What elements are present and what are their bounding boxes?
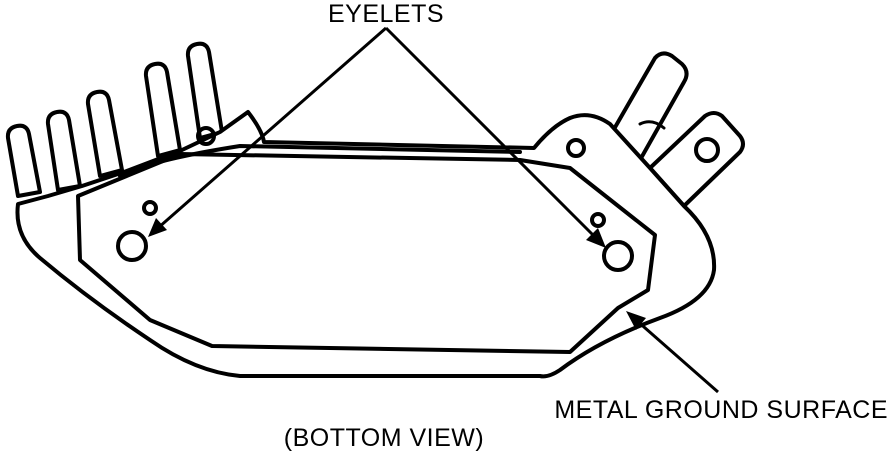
eyelets-leader-right [384,26,598,240]
connector-blades [608,51,745,208]
terminal-pin [143,61,182,158]
ground-surface-leader [635,318,719,394]
terminal-pin [185,41,224,140]
ground-surface-label: METAL GROUND SURFACE [554,396,888,424]
eyelets-label: EYELETS [328,0,444,28]
mounting-hole [566,138,586,158]
terminal-pins [5,41,224,198]
connector-blade-notch [638,120,666,130]
terminal-pin [45,109,82,192]
metal-ground-surface [76,152,657,354]
mounting-hole [196,126,216,146]
eyelet-small-right [590,212,606,228]
module-housing [15,110,717,379]
eyelets-leader-left [157,26,387,230]
eyelet-small-left [142,200,158,216]
blade-hole [694,137,720,163]
ground-surface-arrowhead [626,311,646,330]
eyelet-left [116,230,148,262]
eyelet-right [602,240,634,272]
terminal-pin [5,123,42,198]
connector-blade [648,111,745,208]
terminal-pin [85,89,124,178]
view-label: (BOTTOM VIEW) [284,424,484,452]
connector-blade [608,51,689,162]
eyelets-arrowhead-right [586,228,606,248]
eyelets-arrowhead-left [148,218,167,237]
